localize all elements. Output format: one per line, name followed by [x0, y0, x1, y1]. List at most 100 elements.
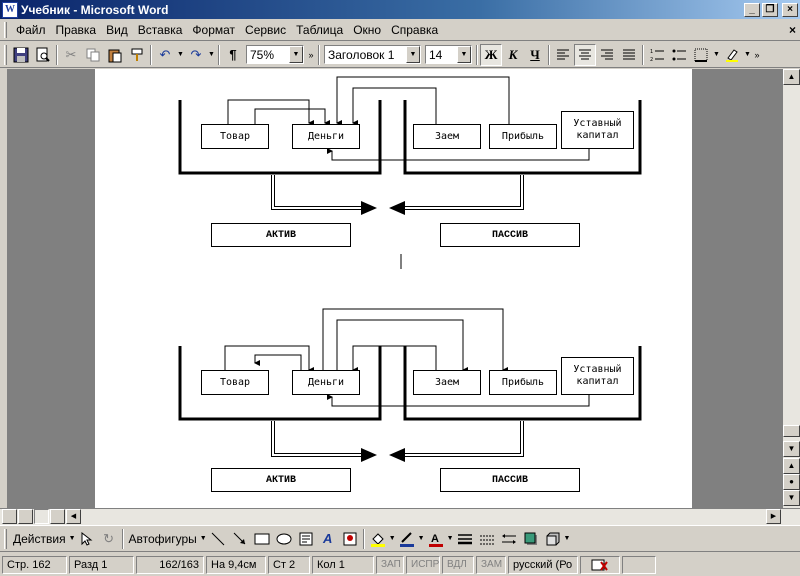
borders-dropdown-icon[interactable]: ▼	[713, 51, 720, 58]
shadow-icon[interactable]	[520, 528, 542, 550]
diagram-1-money-box[interactable]: Деньги	[292, 124, 360, 149]
menu-format[interactable]: Формат	[192, 22, 236, 37]
borders-icon[interactable]	[690, 44, 712, 66]
word-app-icon[interactable]: W	[2, 1, 18, 18]
chevron-down-icon[interactable]: ▼	[199, 535, 207, 542]
chevron-down-icon[interactable]: ▼	[68, 535, 76, 542]
show-formatting-icon[interactable]: ¶	[229, 47, 237, 62]
menu-insert[interactable]: Вставка	[137, 22, 183, 37]
arrow-style-icon[interactable]	[498, 528, 520, 550]
highlight-dropdown-icon[interactable]: ▼	[744, 51, 751, 58]
chevron-down-icon[interactable]: ▼	[388, 535, 396, 542]
rectangle-icon[interactable]	[251, 528, 273, 550]
redo-icon[interactable]: ↷	[190, 46, 202, 62]
scroll-left-icon[interactable]: ◀	[66, 509, 81, 524]
diagram-1-loan-box[interactable]: Заем	[413, 124, 481, 149]
drawbar-grip[interactable]	[4, 528, 7, 549]
align-right-icon[interactable]	[596, 44, 618, 66]
status-overtype[interactable]: ЗАМ	[476, 555, 506, 574]
status-extend[interactable]: ВДЛ	[442, 555, 474, 574]
align-center-icon[interactable]	[574, 43, 596, 66]
autoshapes-menu[interactable]: Автофигуры	[128, 531, 197, 546]
clip-art-icon[interactable]	[339, 528, 361, 550]
line-style-icon[interactable]	[454, 528, 476, 550]
format-painter-icon[interactable]	[126, 44, 148, 66]
diagram-2-money-box[interactable]: Деньги	[292, 370, 360, 395]
menu-file[interactable]: Файл	[16, 22, 46, 37]
print-layout-icon[interactable]	[34, 509, 49, 524]
menu-table[interactable]: Таблица	[296, 22, 344, 37]
italic-button[interactable]: К	[508, 46, 518, 62]
diagram-2-loan-box[interactable]: Заем	[413, 370, 481, 395]
diagram-2-capital-box[interactable]: Уставный капитал	[561, 357, 634, 395]
document-page[interactable]: Товар Деньги Заем Прибыль Уставный капит…	[95, 69, 692, 508]
chevron-down-icon[interactable]: ▼	[457, 46, 471, 63]
diagram-1-capital-box[interactable]: Уставный капитал	[561, 111, 634, 149]
undo-dropdown-icon[interactable]: ▼	[177, 51, 184, 58]
toolbar-overflow-icon[interactable]: »	[754, 49, 760, 60]
diagram-1-assets-label[interactable]: АКТИВ	[211, 223, 351, 247]
bullets-icon[interactable]	[668, 44, 690, 66]
align-left-icon[interactable]	[552, 44, 574, 66]
horizontal-scrollbar[interactable]: ◀ ▶	[0, 508, 800, 525]
menu-view[interactable]: Вид	[106, 22, 128, 37]
diagram-1-liabilities-label[interactable]: ПАССИВ	[440, 223, 580, 247]
status-record[interactable]: ЗАП	[376, 555, 404, 574]
save-icon[interactable]	[10, 44, 32, 66]
line-color-icon[interactable]	[396, 528, 418, 550]
scroll-up-icon[interactable]: ▲	[783, 69, 800, 85]
status-language[interactable]: русский (Ро	[508, 555, 578, 574]
underline-button[interactable]: Ч	[530, 46, 540, 62]
redo-dropdown-icon[interactable]: ▼	[208, 51, 215, 58]
cut-icon[interactable]: ✂	[65, 46, 77, 62]
chevron-down-icon[interactable]: ▼	[406, 46, 420, 63]
diagram-2-goods-box[interactable]: Товар	[201, 370, 269, 395]
print-preview-icon[interactable]	[32, 44, 54, 66]
next-page-icon[interactable]: ▼	[783, 490, 800, 506]
close-button[interactable]: ×	[782, 2, 798, 17]
highlight-icon[interactable]	[721, 44, 743, 66]
menu-help[interactable]: Справка	[391, 22, 439, 37]
chevron-down-icon[interactable]: ▼	[289, 46, 303, 63]
fill-color-icon[interactable]	[367, 528, 389, 550]
document-close-icon[interactable]: ×	[788, 22, 796, 37]
zoom-combo[interactable]: 75% ▼	[246, 45, 304, 64]
text-box-icon[interactable]	[295, 528, 317, 550]
menubar-grip[interactable]	[4, 21, 7, 38]
free-rotate-icon[interactable]: ↻	[103, 530, 114, 546]
toolbar-overflow-icon[interactable]: »	[308, 49, 314, 60]
line-icon[interactable]	[207, 528, 229, 550]
diagram-2-assets-label[interactable]: АКТИВ	[211, 468, 351, 492]
diagram-2-liabilities-label[interactable]: ПАССИВ	[440, 468, 580, 492]
diagram-1-profit-box[interactable]: Прибыль	[489, 124, 557, 149]
select-objects-icon[interactable]	[76, 528, 98, 550]
chevron-down-icon[interactable]: ▼	[446, 535, 454, 542]
toolbar-grip[interactable]	[4, 44, 7, 65]
paste-icon[interactable]	[104, 44, 126, 66]
3d-icon[interactable]	[542, 528, 564, 550]
arrow-icon[interactable]	[229, 528, 251, 550]
document-area[interactable]: Товар Деньги Заем Прибыль Уставный капит…	[8, 69, 783, 508]
outline-view-icon[interactable]	[50, 509, 65, 524]
status-track-changes[interactable]: ИСПР	[406, 555, 440, 574]
scroll-right-icon[interactable]: ▶	[766, 509, 781, 524]
web-view-icon[interactable]	[18, 509, 33, 524]
style-combo[interactable]: Заголовок 1 ▼	[324, 45, 421, 64]
diagram-1-goods-box[interactable]: Товар	[201, 124, 269, 149]
font-color-icon[interactable]: A	[425, 528, 447, 550]
dash-style-icon[interactable]	[476, 528, 498, 550]
scroll-thumb[interactable]	[783, 425, 800, 437]
wordart-icon[interactable]: A	[323, 531, 333, 546]
minimize-button[interactable]: _	[744, 2, 760, 17]
select-browse-object-icon[interactable]: ●	[783, 474, 800, 490]
oval-icon[interactable]	[273, 528, 295, 550]
restore-button[interactable]: ❐	[762, 2, 778, 17]
copy-icon[interactable]	[82, 44, 104, 66]
draw-actions-menu[interactable]: Действия	[13, 531, 66, 546]
normal-view-icon[interactable]	[2, 509, 17, 524]
scroll-down-icon[interactable]: ▼	[783, 441, 800, 457]
vertical-scrollbar[interactable]: ▲ ▼ ▲ ● ▼	[783, 69, 800, 508]
font-size-combo[interactable]: 14 ▼	[425, 45, 472, 64]
undo-icon[interactable]: ↶	[159, 46, 171, 62]
